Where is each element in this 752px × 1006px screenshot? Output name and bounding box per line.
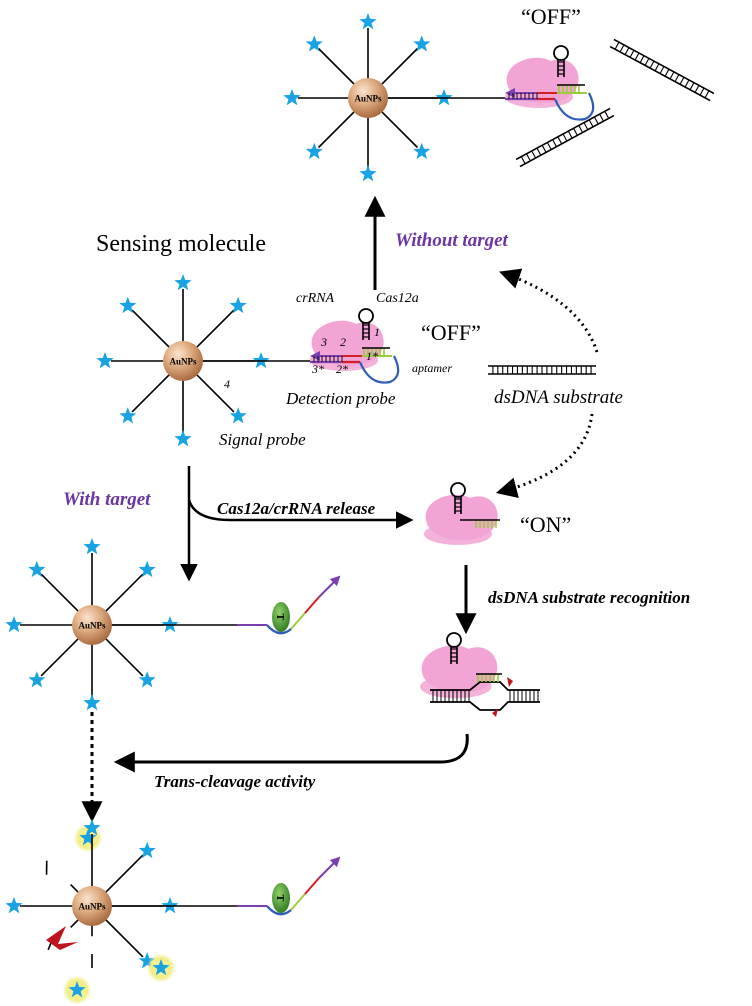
- aptamer-loop: [553, 92, 595, 121]
- nanoparticle-icon: [72, 605, 112, 645]
- cas12a-complex-top: [505, 45, 595, 121]
- target-bound-probe-cleaved: T: [237, 856, 341, 916]
- star-icon: [5, 897, 23, 914]
- target-marker: T: [274, 895, 285, 902]
- on-label: “ON”: [520, 512, 571, 537]
- site-3star-label: 3*: [311, 362, 324, 376]
- cas12a-label: Cas12a: [376, 291, 419, 306]
- star-icon: [413, 35, 431, 52]
- star-icon: [229, 407, 247, 424]
- nanoparticle-cleaved: AuNPs: [5, 819, 237, 1005]
- crRNA-label: crRNA: [296, 291, 335, 306]
- dsdna-icon: [515, 107, 615, 168]
- np-label: AuNPs: [354, 94, 382, 104]
- target-bound-probe: T: [237, 575, 341, 635]
- star-icon: [413, 142, 431, 159]
- cas12a-bound-dsdna: [420, 632, 540, 717]
- np-label: AuNPs: [78, 621, 106, 631]
- aptamer-label: aptamer: [412, 361, 452, 375]
- dotted-arrow-to-on: [495, 413, 594, 498]
- site-1star-label: 1*: [366, 349, 378, 363]
- target-marker: T: [274, 614, 285, 621]
- sensing-molecule-label: Sensing molecule: [96, 231, 266, 257]
- arrow-cas-release: [187, 499, 414, 529]
- dotted-arrow-to-without-target: [499, 268, 599, 353]
- arrow-trans-cleavage: [113, 733, 469, 773]
- off-label-top: “OFF”: [521, 4, 581, 29]
- star-icon: [152, 959, 170, 976]
- without-target-label: Without target: [395, 230, 509, 251]
- star-icon: [138, 560, 156, 578]
- star-icon: [83, 538, 101, 555]
- nanoparticle-icon: [72, 886, 112, 926]
- nanoparticle-top: AuNPs: [283, 13, 505, 182]
- crRNA-hairpin-icon: [358, 308, 374, 324]
- target-icon: [272, 883, 290, 913]
- nanoparticle-with-target: AuNPs: [5, 538, 237, 711]
- target-icon: [272, 602, 290, 632]
- star-icon: [28, 671, 46, 688]
- cas12a-complex-detection: [310, 308, 400, 384]
- star-icon: [435, 89, 453, 106]
- star-icon: [138, 952, 156, 969]
- nanoparticle-icon: [163, 341, 203, 381]
- with-target-label: With target: [63, 489, 151, 510]
- np-label: AuNPs: [78, 902, 106, 912]
- star-icon: [79, 829, 97, 846]
- cut-site-icon: [507, 677, 513, 687]
- star-icon: [96, 352, 114, 369]
- star-icon: [174, 274, 192, 291]
- cas-release-label: Cas12a/crRNA release: [217, 499, 376, 518]
- star-icon: [68, 981, 86, 998]
- star-icon: [359, 13, 377, 30]
- star-icon: [229, 296, 247, 314]
- cas12a-complex-on: [424, 482, 500, 545]
- site-2-label: 2: [340, 335, 346, 349]
- site-4-label: 4: [224, 377, 230, 391]
- star-icon: [174, 430, 192, 447]
- crRNA-hairpin-icon: [553, 45, 569, 61]
- site-3-label: 3: [320, 335, 327, 349]
- star-icon: [252, 352, 270, 369]
- star-icon: [28, 560, 46, 578]
- star-icon: [119, 407, 137, 424]
- dsdna-icon: [609, 38, 715, 102]
- crRNA-hairpin-icon: [446, 632, 462, 648]
- trans-cleavage-label: Trans-cleavage activity: [154, 772, 316, 791]
- star-icon: [305, 142, 323, 159]
- star-icon: [138, 671, 156, 688]
- aptamer-loop: [358, 355, 400, 384]
- star-icon: [83, 819, 101, 836]
- np-label: AuNPs: [169, 357, 197, 367]
- star-icon: [161, 616, 179, 633]
- nanoparticle-icon: [348, 78, 388, 118]
- dsdna-substrate: [488, 365, 596, 375]
- star-icon: [119, 296, 137, 314]
- cut-site-icon: [492, 709, 498, 717]
- aptamer-loop: [266, 905, 292, 916]
- star-icon: [83, 694, 101, 711]
- crRNA-hairpin-icon: [450, 482, 466, 498]
- detection-probe-label: Detection probe: [285, 389, 396, 408]
- site-1-label: 1: [374, 325, 380, 339]
- dsdna-substrate-label: dsDNA substrate: [494, 387, 623, 408]
- off-label-mid: “OFF”: [421, 320, 481, 345]
- star-icon: [5, 616, 23, 633]
- star-icon: [305, 35, 323, 52]
- site-2star-label: 2*: [336, 362, 348, 376]
- star-icon: [359, 165, 377, 182]
- recognition-label: dsDNA substrate recognition: [488, 588, 690, 607]
- scissors-icon: [46, 926, 78, 950]
- aptamer-loop: [266, 624, 292, 635]
- star-icon: [138, 841, 156, 859]
- nanoparticle-sensing: AuNPs: [96, 274, 310, 447]
- star-icon: [161, 897, 179, 914]
- star-icon: [283, 89, 301, 106]
- signal-probe-label: Signal probe: [219, 430, 306, 449]
